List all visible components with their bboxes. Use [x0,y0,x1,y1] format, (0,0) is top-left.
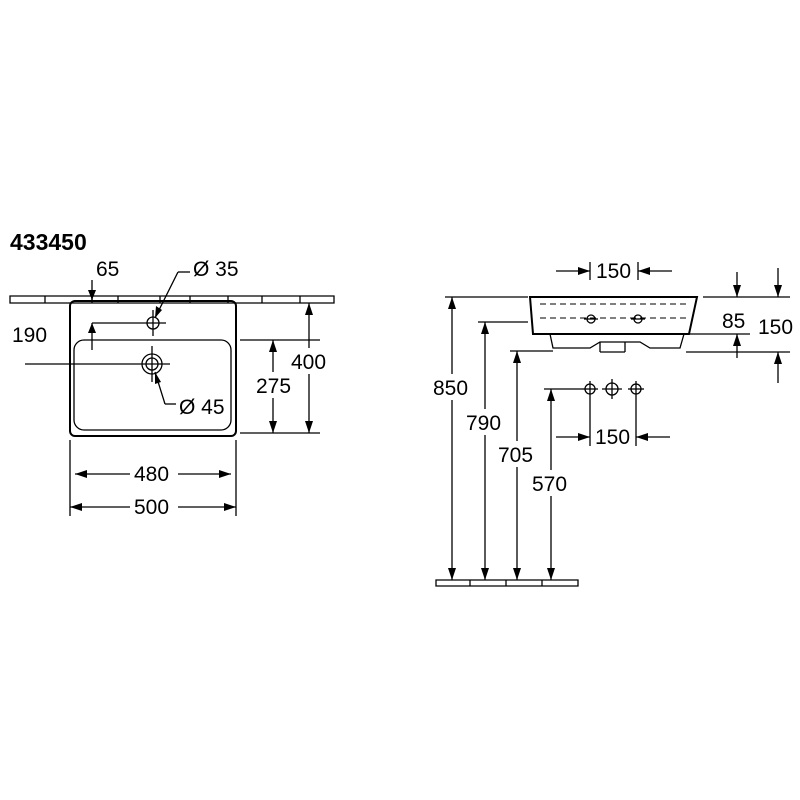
top-view: 65 190 Ø 35 Ø 45 275 [9,258,335,521]
tap-hole [140,310,166,336]
supply-height-dimension: 570 [531,389,573,580]
top-spacing-label: 150 [596,260,631,283]
inner-width-dimension: 480 [75,460,231,488]
bowl-bottom-height-label: 790 [466,412,501,435]
waste-hole-callout: Ø 45 [154,371,225,419]
floor-line [435,579,579,587]
basin-profile [528,296,699,353]
supply-height-label: 570 [532,473,567,496]
depth-dimension: 400 [290,303,330,433]
waste-height-side-label: 705 [498,444,533,467]
bottom-spacing-dimension: 150 [556,397,670,449]
tap-depth-label: 190 [12,324,47,347]
top-spacing-dimension: 150 [556,260,672,283]
bowl-bottom-height-dimension: 790 [465,322,507,580]
waste-height-side-dimension: 705 [497,351,539,580]
outer-width-label: 500 [134,496,169,519]
rim-height-dimension: 850 [432,297,474,580]
basin-outline [69,300,237,437]
side-view: 850 790 705 570 [432,260,793,587]
basin-bowl [73,339,232,431]
bottom-spacing-label: 150 [595,426,630,449]
waste-hole [134,346,170,382]
depth-label: 400 [291,351,326,374]
overall-depth-label: 150 [758,316,793,339]
tap-hole-callout: Ø 35 [154,258,239,319]
tap-depth-dimension: 190 [12,324,47,347]
rim-height-label: 850 [433,377,468,400]
supply-points [582,379,644,399]
waste-height-label: 275 [256,375,291,398]
tap-hole-label: Ø 35 [193,258,239,281]
tap-offset-label: 65 [96,258,119,281]
waste-hole-label: Ø 45 [179,396,225,419]
overall-depth-dimension: 150 [758,268,793,383]
waste-height-dimension: 275 [256,340,298,433]
outer-width-dimension: 500 [70,493,236,521]
inner-width-label: 480 [134,463,169,486]
bowl-depth-label: 85 [722,310,745,333]
tap-offset-dimension: 65 [88,258,119,350]
product-code: 433450 [10,229,87,255]
side-tap-markers [584,314,645,324]
bowl-depth-dimension: 85 [722,272,745,358]
